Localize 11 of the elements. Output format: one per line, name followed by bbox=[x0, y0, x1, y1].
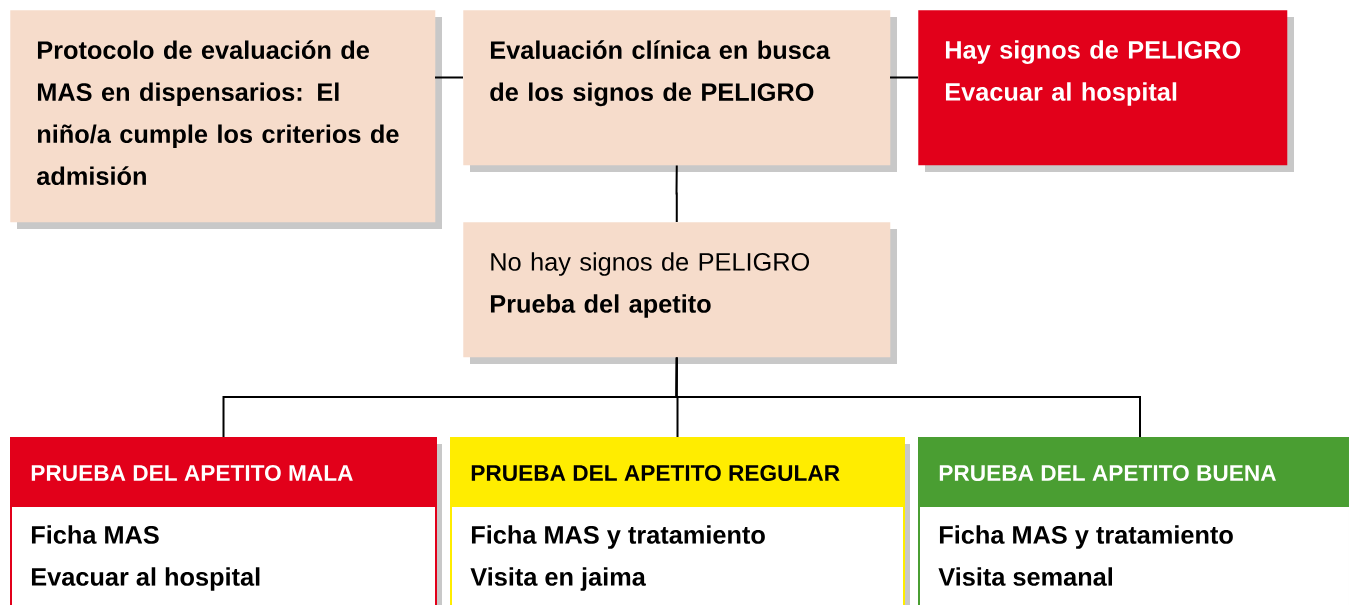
process-box: Evaluación clínica en busca de los signos de PELIGRO bbox=[463, 10, 897, 172]
warning-box: Hay signos de PELIGRO Evacuar al hospital bbox=[918, 10, 1294, 172]
connector bbox=[889, 76, 919, 79]
result-card: PRUEBA DEL APETITO MALA Ficha MAS Evacuar al hospital bbox=[10, 437, 442, 605]
connector bbox=[434, 76, 464, 79]
process-box: No hay signos de PELIGRO Prueba del apetito bbox=[463, 222, 897, 364]
result-card: PRUEBA DEL APETITO REGULAR Ficha MAS y tratamiento Visita en jaima bbox=[450, 437, 910, 605]
connector bbox=[675, 164, 678, 223]
process-box: Protocolo de evaluación de MAS en dispensarios: El niño/a cumple los criterios de admisión bbox=[10, 10, 442, 229]
connector bbox=[675, 356, 1141, 438]
result-card: PRUEBA DEL APETITO BUENA Ficha MAS y tratamiento Visita semanal bbox=[918, 437, 1349, 605]
